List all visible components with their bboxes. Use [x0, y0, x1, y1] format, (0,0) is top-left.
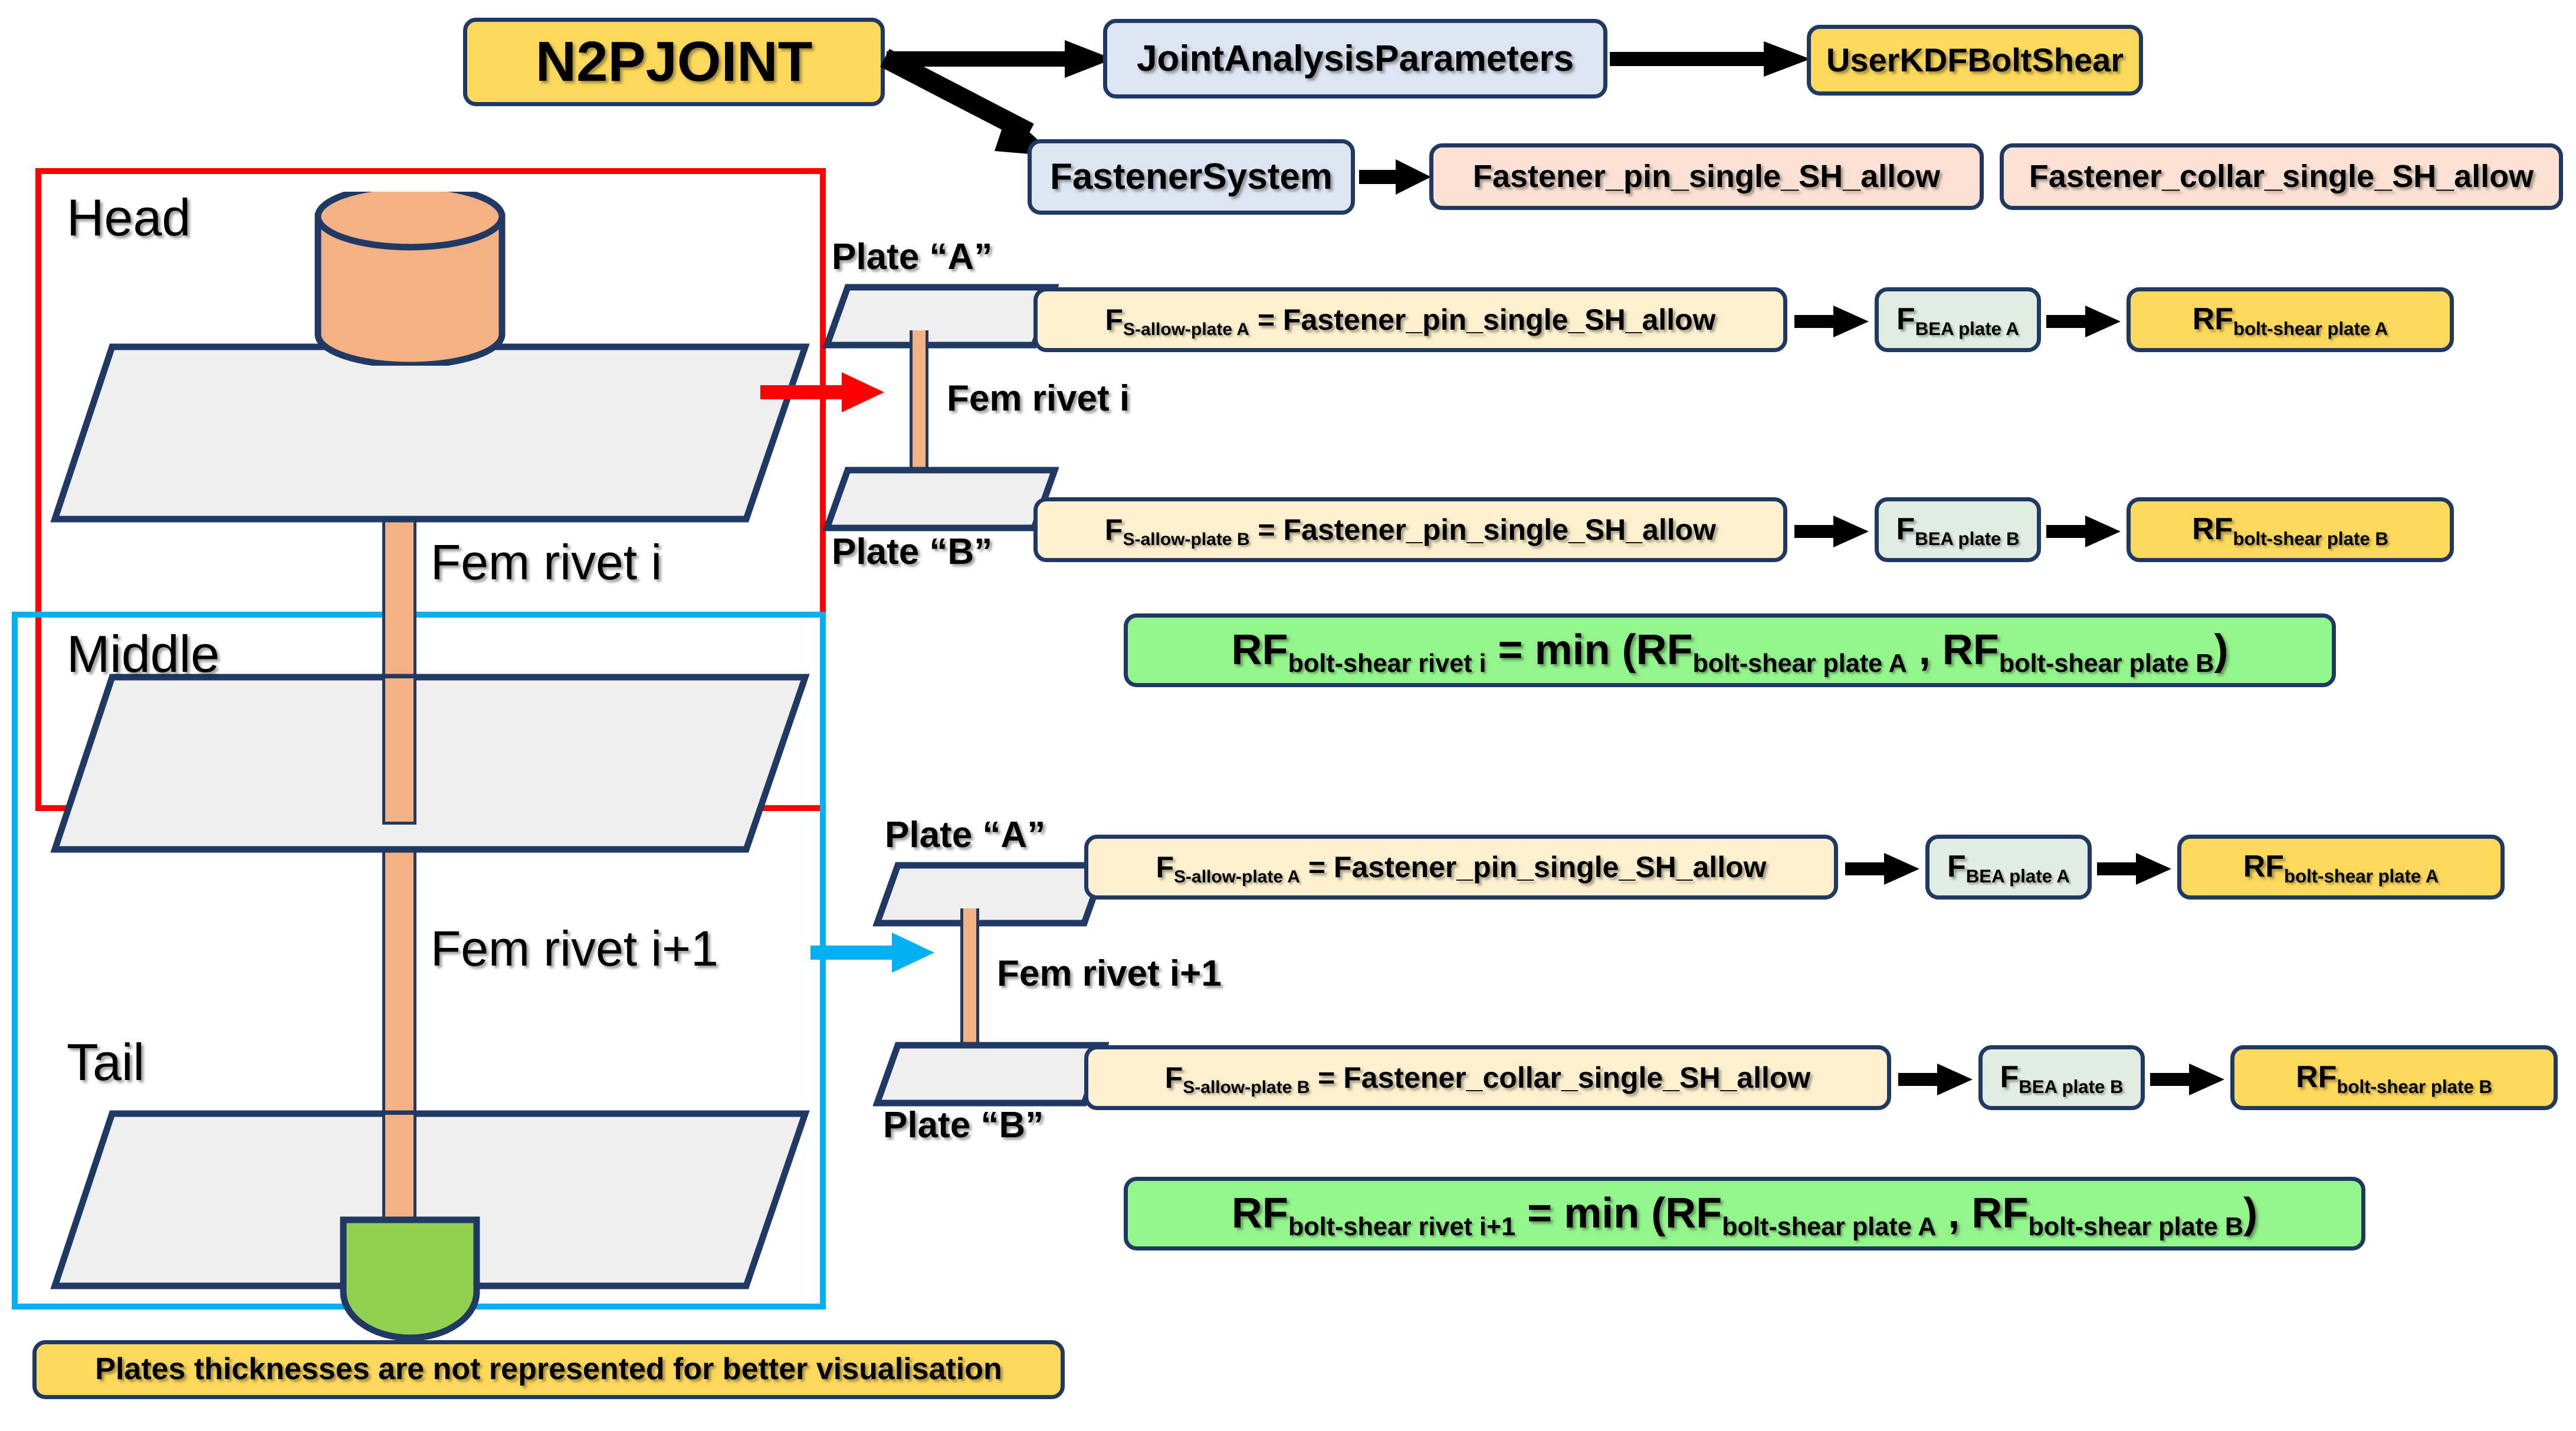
node-fastenersystem[interactable]: FastenerSystem [1028, 139, 1355, 215]
arrow-fbea-to-rf-b-i1 [2150, 1064, 2224, 1095]
node-n2pjoint[interactable]: N2PJOINT [463, 18, 885, 106]
box-rf-bolt-shear-plate-a-i1[interactable]: RFbolt-shear plate A [2177, 835, 2505, 900]
arrow-red-to-group-i [760, 372, 884, 412]
arrow-fs-to-fbea-b-i [1794, 516, 1869, 547]
rf-text: RFbolt-shear plate B [2296, 1060, 2492, 1097]
small-plate-b-i [823, 467, 1059, 531]
box-fbea-plate-a-i1[interactable]: FBEA plate A [1925, 835, 2092, 900]
label-head: Head [67, 188, 191, 247]
plate-tail [50, 1110, 810, 1289]
min-formula-text: RFbolt-shear rivet i+1 = min (RFbolt-she… [1231, 1189, 2258, 1241]
formula-min-rivet-i[interactable]: RFbolt-shear rivet i = min (RFbolt-shear… [1124, 613, 2336, 687]
box-rf-bolt-shear-plate-a-i[interactable]: RFbolt-shear plate A [2127, 287, 2454, 352]
small-plate-b-i1 [873, 1042, 1109, 1107]
node-userkdfboltshear-label: UserKDFBoltShear [1826, 41, 2124, 79]
node-fastener-collar-label: Fastener_collar_single_SH_allow [2029, 158, 2534, 194]
formula-fs-allow-plate-a-i[interactable]: FS-allow-plate A = Fastener_pin_single_S… [1033, 287, 1787, 352]
plate-middle [50, 674, 810, 853]
min-formula-text: RFbolt-shear rivet i = min (RFbolt-shear… [1231, 626, 2229, 678]
formula-text: FS-allow-plate B = Fastener_pin_single_S… [1104, 513, 1717, 549]
rf-text: RFbolt-shear plate B [2192, 512, 2388, 549]
footnote-box: Plates thicknesses are not represented f… [32, 1340, 1065, 1399]
fbea-text: FBEA plate A [1896, 302, 2019, 339]
box-rf-bolt-shear-plate-b-i[interactable]: RFbolt-shear plate B [2127, 497, 2454, 562]
box-rf-bolt-shear-plate-b-i1[interactable]: RFbolt-shear plate B [2230, 1045, 2558, 1110]
rivet-collar [340, 1216, 480, 1341]
node-jointanalysisparameters[interactable]: JointAnalysisParameters [1103, 19, 1607, 99]
node-fastener-collar-single-sh-allow[interactable]: Fastener_collar_single_SH_allow [2000, 143, 2563, 210]
formula-text: FS-allow-plate A = Fastener_pin_single_S… [1156, 850, 1767, 887]
arrow-fs-to-fbea-a-i1 [1845, 853, 1919, 885]
formula-min-rivet-i1[interactable]: RFbolt-shear rivet i+1 = min (RFbolt-she… [1124, 1177, 2365, 1251]
fbea-text: FBEA plate B [1896, 512, 2020, 549]
formula-fs-allow-plate-a-i1[interactable]: FS-allow-plate A = Fastener_pin_single_S… [1084, 835, 1838, 900]
fbea-text: FBEA plate B [2000, 1060, 2124, 1097]
label-fem-rivet-i1-group: Fem rivet i+1 [997, 953, 1222, 994]
arrow-fastenersystem-to-pin [1359, 159, 1431, 195]
arrow-jap-to-userkdf [1610, 41, 1810, 77]
arrow-fs-to-fbea-b-i1 [1898, 1064, 1973, 1095]
footnote-label: Plates thicknesses are not represented f… [95, 1352, 1002, 1387]
small-plate-a-i [823, 284, 1059, 349]
node-fastenersystem-label: FastenerSystem [1049, 156, 1333, 198]
rf-text: RFbolt-shear plate A [2192, 302, 2388, 339]
fbea-text: FBEA plate A [1947, 849, 2070, 887]
rivet-head-cylinder [314, 192, 506, 366]
node-n2pjoint-label: N2PJOINT [535, 30, 813, 94]
small-plate-a-i1 [873, 862, 1109, 927]
box-fbea-plate-b-i[interactable]: FBEA plate B [1875, 497, 2041, 562]
node-fastener-pin-single-sh-allow[interactable]: Fastener_pin_single_SH_allow [1429, 143, 1984, 210]
formula-text: FS-allow-plate B = Fastener_collar_singl… [1164, 1061, 1811, 1097]
box-fbea-plate-a-i[interactable]: FBEA plate A [1875, 287, 2041, 352]
node-fastener-pin-label: Fastener_pin_single_SH_allow [1472, 158, 1941, 194]
arrow-cyan-to-group-i1 [810, 933, 934, 973]
arrow-fbea-to-rf-a-i [2046, 306, 2121, 337]
label-plate-a-i: Plate “A” [832, 237, 993, 277]
arrow-fbea-to-rf-b-i [2046, 516, 2121, 547]
rivet-shank-cap-middle [382, 678, 416, 825]
label-plate-a-i1: Plate “A” [885, 815, 1046, 855]
label-fem-rivet-i1-left: Fem rivet i+1 [431, 921, 718, 976]
label-middle: Middle [67, 625, 220, 683]
formula-fs-allow-plate-b-i[interactable]: FS-allow-plate B = Fastener_pin_single_S… [1033, 497, 1787, 562]
rf-text: RFbolt-shear plate A [2243, 849, 2439, 887]
formula-fs-allow-plate-b-i1[interactable]: FS-allow-plate B = Fastener_collar_singl… [1084, 1045, 1891, 1110]
label-fem-rivet-i-group: Fem rivet i [947, 378, 1130, 419]
arrow-fs-to-fbea-a-i [1794, 306, 1869, 337]
formula-text: FS-allow-plate A = Fastener_pin_single_S… [1105, 303, 1716, 339]
arrow-fbea-to-rf-a-i1 [2097, 853, 2171, 885]
label-plate-b-i: Plate “B” [832, 531, 993, 572]
arrow-root-to-jap [887, 40, 1113, 78]
plate-head [50, 343, 810, 523]
node-jointanalysisparameters-label: JointAnalysisParameters [1137, 38, 1574, 79]
node-userkdfboltshear[interactable]: UserKDFBoltShear [1807, 25, 2143, 96]
box-fbea-plate-b-i1[interactable]: FBEA plate B [1978, 1045, 2145, 1110]
label-plate-b-i1: Plate “B” [883, 1105, 1044, 1146]
label-fem-rivet-i-left: Fem rivet i [431, 534, 662, 590]
label-tail: Tail [67, 1033, 145, 1091]
